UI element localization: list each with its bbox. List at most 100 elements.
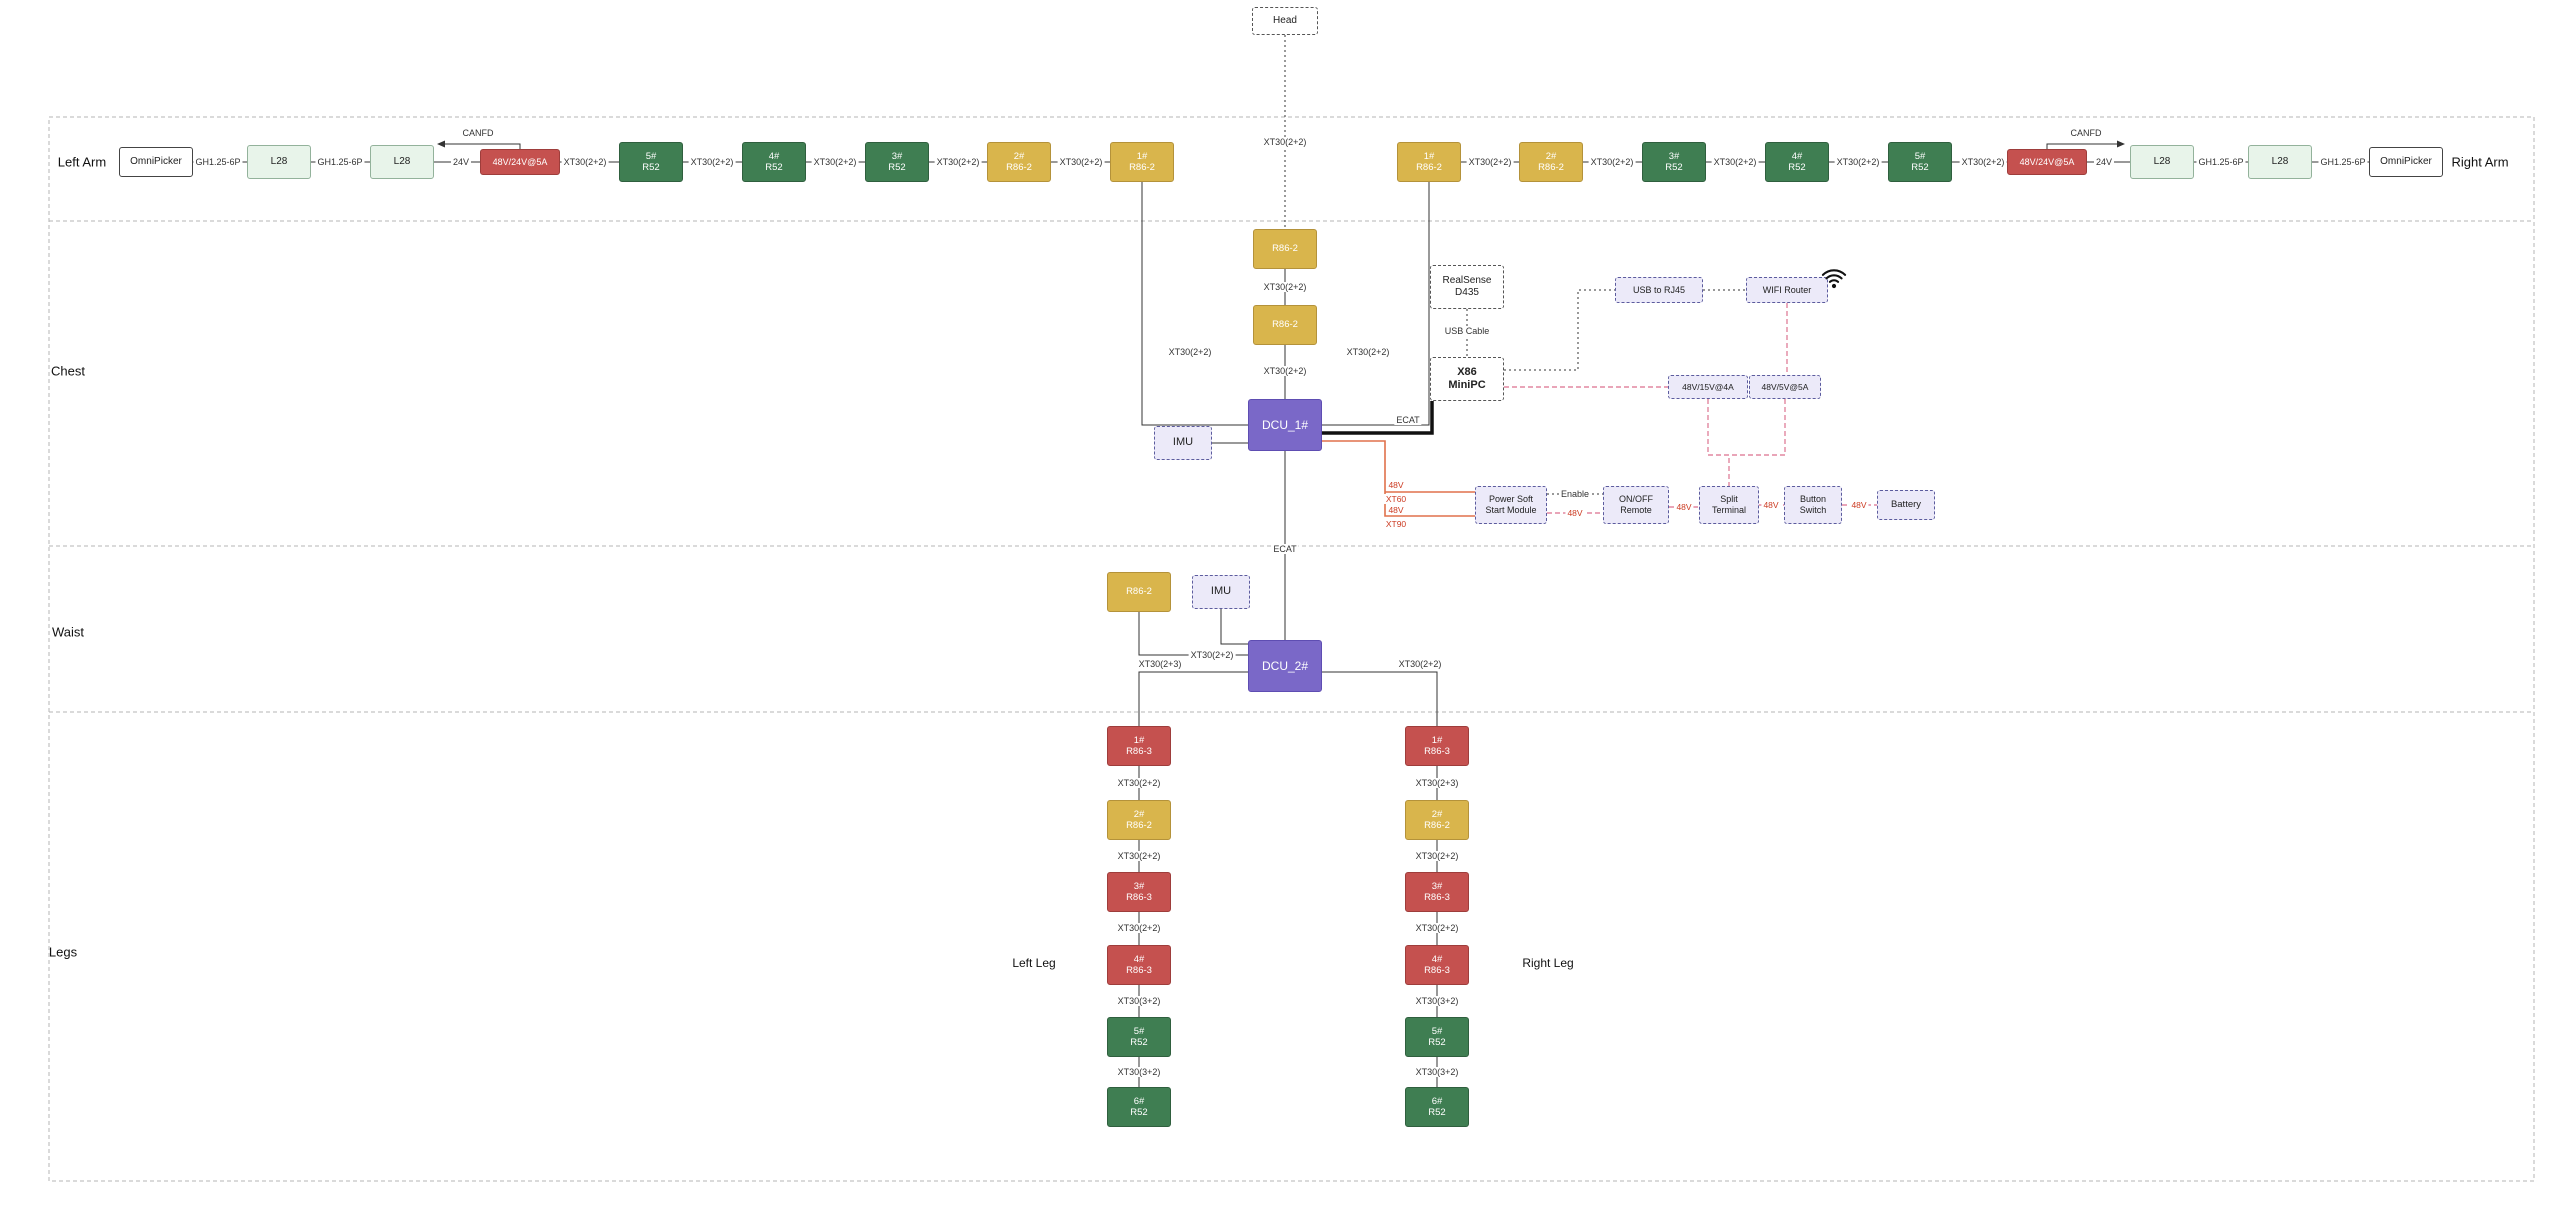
switch-line1: Button (1799, 494, 1827, 505)
usb-to-rj45: USB to RJ45 (1615, 277, 1703, 303)
left-leg-motor-6: 6# R52 (1107, 1087, 1171, 1127)
motor-model: R52 (642, 162, 660, 173)
button-switch: Button Switch (1784, 486, 1842, 524)
right-arm-psu: 48V/24V@5A (2007, 149, 2087, 175)
left-leg-motor-1: 1# R86-3 (1107, 726, 1171, 766)
chest-dcu-1: DCU_1# (1248, 399, 1322, 451)
motor-model: R86-3 (1424, 892, 1450, 903)
wire-voltage-label: 48V (1565, 508, 1585, 518)
left-arm-motor-2: 2# R86-2 (987, 142, 1051, 182)
connector-label: XT30(3+2) (1115, 996, 1163, 1006)
connector-label: XT30(2+2) (811, 157, 859, 167)
connector-label: XT30(2+2) (1261, 282, 1309, 292)
motor-model: R52 (1428, 1107, 1446, 1118)
usb-rj45-label: USB to RJ45 (1632, 284, 1686, 295)
waist-motor: R86-2 (1107, 572, 1171, 612)
left-arm-psu: 48V/24V@5A (480, 149, 560, 175)
head-node: Head (1252, 7, 1318, 35)
motor-model: R52 (1911, 162, 1929, 173)
right-leg-label: Right Leg (1522, 956, 1574, 970)
motor-model: R52 (1130, 1107, 1148, 1118)
right-leg-motor-2: 2# R86-2 (1405, 800, 1469, 840)
imu-label: IMU (1210, 585, 1232, 598)
connector-label: XT30(2+2) (1413, 923, 1461, 933)
section-label-waist: Waist (51, 624, 85, 640)
motor-number: 3# (1431, 880, 1443, 892)
motor-model: R86-2 (1006, 162, 1032, 173)
connector-label: XT30(2+3) (1136, 659, 1184, 669)
connector-label: XT30(2+2) (1057, 157, 1105, 167)
left-arm-motor-1: 1# R86-2 (1110, 142, 1174, 182)
connector-label: XT30(2+2) (1344, 347, 1392, 357)
motor-model: R86-2 (1272, 243, 1298, 255)
connector-label: XT30(2+2) (1166, 347, 1214, 357)
enable-label: Enable (1558, 489, 1592, 499)
motor-model: R86-2 (1424, 820, 1450, 831)
connector-label: GH1.25-6P (193, 157, 243, 167)
right-arm-l28-outer: L28 (2248, 145, 2312, 179)
motor-model: R52 (765, 162, 783, 173)
section-label-chest: Chest (51, 363, 85, 379)
waist-dcu-2: DCU_2# (1248, 640, 1322, 692)
wire-connector-label: XT60 (1383, 494, 1409, 504)
motor-number: 4# (1791, 150, 1803, 162)
motor-model: R86-2 (1272, 319, 1298, 331)
head-label: Head (1273, 15, 1297, 26)
right-leg-motor-5: 5# R52 (1405, 1017, 1469, 1057)
motor-model: R86-2 (1416, 162, 1442, 173)
wire-voltage-label: 48V (1386, 480, 1406, 490)
x86-minipc: X86 MiniPC (1430, 357, 1504, 401)
wire-voltage-label: 48V (1674, 502, 1694, 512)
motor-model: R86-3 (1424, 965, 1450, 976)
motor-model: R86-3 (1424, 746, 1450, 757)
connector-label: XT30(2+2) (1261, 366, 1309, 376)
battery: Battery (1877, 490, 1935, 520)
wifi-router: WIFI Router (1746, 277, 1828, 303)
motor-number: 4# (768, 150, 780, 162)
motor-model: R86-3 (1126, 892, 1152, 903)
motor-model: R52 (1428, 1037, 1446, 1048)
left-arm-motor-4: 4# R52 (742, 142, 806, 182)
right-arm-motor-5: 5# R52 (1888, 142, 1952, 182)
right-leg-motor-4: 4# R86-3 (1405, 945, 1469, 985)
psm-line1: Power Soft (1488, 494, 1534, 505)
chest-imu: IMU (1154, 426, 1212, 460)
motor-number: 5# (1431, 1025, 1443, 1037)
connector-label: 24V (450, 157, 472, 167)
canfd-label: CANFD (460, 128, 496, 138)
motor-number: 2# (1431, 808, 1443, 820)
connector-label: XT30(2+2) (934, 157, 982, 167)
connector-label: XT30(2+2) (1188, 650, 1236, 660)
l28-label: L28 (393, 156, 411, 167)
split-terminal: Split Terminal (1699, 486, 1759, 524)
left-leg-motor-3: 3# R86-3 (1107, 872, 1171, 912)
split-line2: Terminal (1711, 505, 1746, 515)
connector-label: 24V (2093, 157, 2115, 167)
connector-label: XT30(2+2) (561, 157, 609, 167)
motor-number: 4# (1133, 953, 1145, 965)
motor-model: R86-3 (1126, 965, 1152, 976)
connector-label: XT30(2+2) (1396, 659, 1444, 669)
left-leg-motor-5: 5# R52 (1107, 1017, 1171, 1057)
wire-voltage-label: 48V (1386, 505, 1406, 515)
gripper-label: OmniPicker (2380, 156, 2432, 167)
motor-number: 3# (1668, 150, 1680, 162)
left-leg-motor-2: 2# R86-2 (1107, 800, 1171, 840)
left-arm-l28-outer: L28 (247, 145, 311, 179)
motor-number: 1# (1133, 734, 1145, 746)
motor-number: 2# (1545, 150, 1557, 162)
motor-number: 6# (1431, 1095, 1443, 1107)
split-line1: Split (1720, 494, 1738, 505)
motor-number: 1# (1431, 734, 1443, 746)
motor-number: 5# (645, 150, 657, 162)
right-leg-motor-1: 1# R86-3 (1405, 726, 1469, 766)
battery-label: Battery (1890, 499, 1922, 511)
right-arm-gripper: OmniPicker (2369, 147, 2443, 177)
on-off-remote: ON/OFF Remote (1603, 486, 1669, 524)
usb-cable-label: USB Cable (1442, 326, 1492, 336)
connector-label: XT30(2+2) (1115, 851, 1163, 861)
motor-model: R86-2 (1538, 162, 1564, 173)
motor-model: R52 (888, 162, 906, 173)
wire-voltage-label: 48V (1849, 500, 1869, 510)
